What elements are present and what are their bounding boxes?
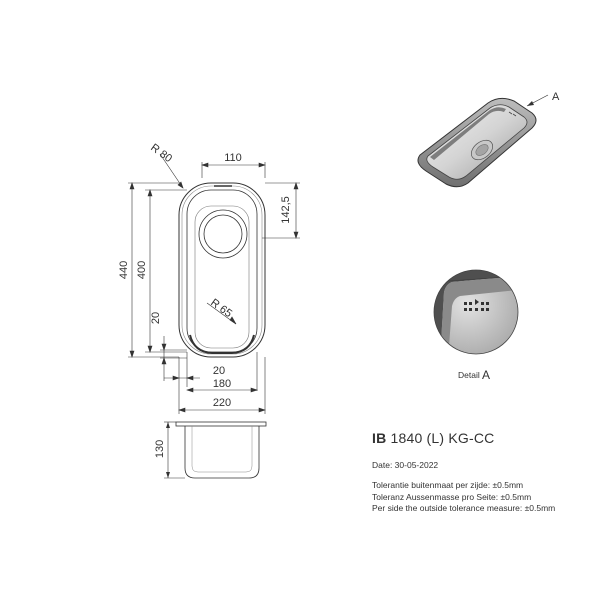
iso-back-wall	[430, 107, 506, 160]
drain-inner	[203, 214, 243, 254]
dim-142-5: 142,5	[280, 196, 292, 224]
top-view	[178, 182, 266, 358]
drawing-date: Date: 30-05-2022	[372, 460, 439, 470]
title-block: IB 1840 (L) KG-CC Date: 30-05-2022 Toler…	[372, 430, 598, 515]
detail-a-label-letter: A	[482, 368, 490, 382]
model-prefix: IB	[372, 430, 387, 446]
isometric-sink-render: A	[417, 91, 560, 188]
side-basin-inner	[191, 426, 253, 473]
outer-rim-outline	[178, 182, 266, 358]
tolerance-en: Per side the outside tolerance measure: …	[372, 503, 556, 513]
iso-drain-inner	[475, 144, 489, 156]
dim-20-bottom: 20	[213, 365, 225, 377]
side-basin-outline	[184, 426, 260, 479]
outer-rim-inner-outline	[181, 185, 263, 355]
basin-front-rim	[189, 334, 255, 354]
basin-outline	[186, 189, 258, 353]
iso-basin-opening	[426, 104, 528, 180]
dimension-labels: R 80 110 142,5 440 400 20 R 65 20 180 22…	[118, 142, 292, 458]
dim-r65: R 65	[208, 297, 234, 320]
tolerance-nl: Tolerantie buitenmaat per zijde: ±0.5mm	[372, 480, 524, 490]
tolerance-de: Toleranz Aussenmasse pro Seite: ±0.5mm	[372, 491, 532, 502]
dim-130: 130	[154, 440, 166, 458]
drain-outer	[198, 209, 248, 259]
detail-a-view: Detail A	[433, 269, 519, 382]
detail-a-overflow-slots	[464, 299, 489, 311]
detail-a-label: Detail	[458, 370, 480, 380]
side-view	[164, 421, 267, 479]
dim-r80: R 80	[148, 142, 174, 165]
dim-110: 110	[224, 152, 242, 164]
dim-20-side: 20	[150, 312, 162, 324]
basin-bottom-outline	[194, 205, 250, 349]
dim-400: 400	[136, 261, 148, 279]
dim-440: 440	[118, 261, 130, 279]
side-rim	[175, 421, 267, 427]
dimension-lines	[128, 153, 300, 414]
dim-180: 180	[213, 378, 231, 390]
detail-a-circle-border	[433, 269, 519, 355]
callout-a-letter: A	[552, 91, 560, 103]
model-title: IB 1840 (L) KG-CC	[372, 430, 598, 446]
iso-overflow-marks	[508, 111, 517, 117]
dim-220: 220	[213, 397, 231, 409]
model-name: 1840 (L) KG-CC	[390, 430, 495, 446]
